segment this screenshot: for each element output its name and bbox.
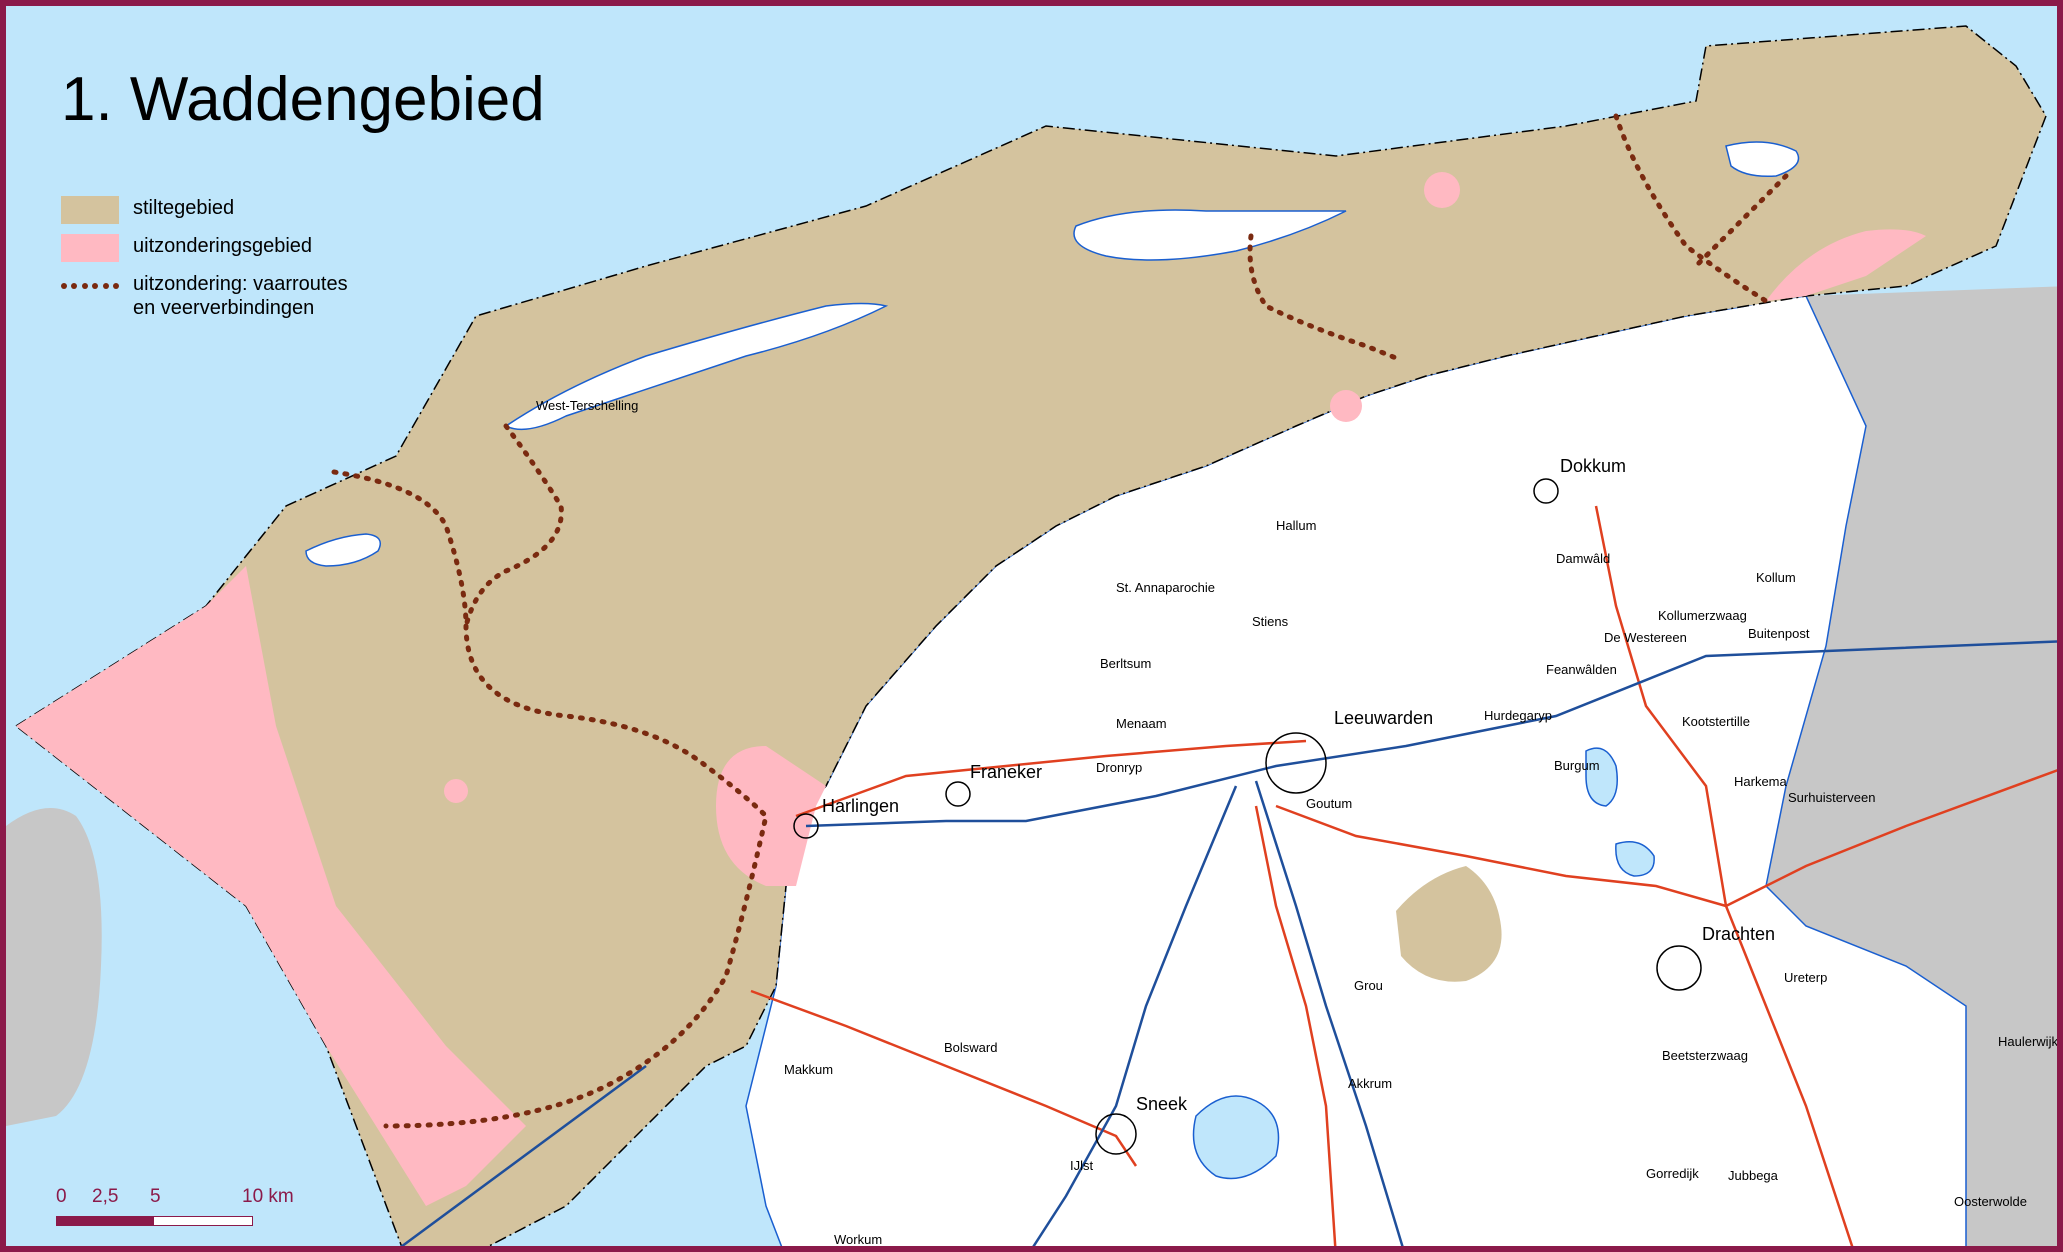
uitzonderingsgebied-lauwersoog [1766, 229, 1926, 301]
lake-east [1615, 841, 1655, 877]
lake-sneekermeer [1192, 1095, 1280, 1180]
scale-tick-0: 0 [56, 1186, 67, 1207]
place-label-kootstertille: Kootstertille [1682, 714, 1750, 729]
scale-bar-shape [56, 1216, 253, 1226]
place-label-workum: Workum [834, 1232, 883, 1247]
legend-item-stiltegebied: stiltegebied [61, 196, 348, 234]
place-label-ureterp: Ureterp [1784, 970, 1828, 985]
place-label-makkum: Makkum [784, 1062, 834, 1077]
main-roads [750, 505, 2057, 1246]
railway-lines [400, 640, 2057, 1246]
place-label-sneek: Sneek [1136, 1094, 1188, 1114]
place-label-surhuisterveen: Surhuisterveen [1788, 790, 1876, 805]
island-terschelling [504, 302, 889, 431]
map-canvas [6, 6, 2057, 1246]
place-label-burgum: Burgum [1554, 758, 1600, 773]
place-label-hurdegaryp: Hurdegaryp [1484, 708, 1552, 723]
lake-burgum [1585, 747, 1618, 807]
legend-swatch-vaarroutes [61, 272, 119, 300]
uitzonderingsgebied-dot-2 [1424, 172, 1460, 208]
place-label-goutum: Goutum [1306, 796, 1353, 811]
place-label-feanwalden: Feanwâlden [1546, 662, 1617, 677]
place-label-kollumerzwaag: Kollumerzwaag [1658, 608, 1747, 623]
legend-item-uitzonderingsgebied: uitzonderingsgebied [61, 234, 348, 272]
stiltegebied-region [14, 25, 2047, 1246]
place-label-harkema: Harkema [1734, 774, 1787, 789]
place-label-west-terschelling: West-Terschelling [536, 398, 639, 413]
scale-tick-5: 5 [150, 1186, 161, 1207]
place-label-beetsterzwaag: Beetsterzwaag [1662, 1048, 1748, 1063]
stilte-inland-alde-feanen [1396, 866, 1502, 982]
legend-item-vaarroutes: uitzondering: vaarroutes en veerverbindi… [61, 272, 348, 319]
place-label-hallum: Hallum [1276, 518, 1317, 533]
island-schiermonnikoog [1725, 141, 1800, 178]
uitzonderingsgebied-west [16, 566, 526, 1206]
legend-swatch-stiltegebied [61, 196, 119, 224]
place-label-jubbega: Jubbega [1728, 1168, 1778, 1183]
place-label-grou: Grou [1354, 978, 1383, 993]
place-label-st-annaparochie: St. Annaparochie [1116, 580, 1216, 595]
place-label-oosterwolde: Oosterwolde [1954, 1194, 2027, 1209]
map-title: 1. Waddengebied [61, 65, 545, 134]
island-ameland [1073, 209, 1347, 261]
legend-swatch-uitzonderingsgebied [61, 234, 119, 262]
place-label-berltsum: Berltsum [1100, 656, 1152, 671]
place-label-ijlst: IJlst [1070, 1158, 1094, 1173]
place-label-harlingen: Harlingen [822, 796, 900, 816]
uitzonderingsgebied-dot-3 [1330, 390, 1362, 422]
place-label-haulerwijk: Haulerwijk [1998, 1034, 2058, 1049]
place-label-de-westereen: De Westereen [1604, 630, 1687, 645]
vaarroutes-lines [331, 113, 1789, 1129]
place-label-gorredijk: Gorredijk [1646, 1166, 1699, 1181]
place-label-stiens: Stiens [1252, 614, 1289, 629]
place-label-drachten: Drachten [1702, 924, 1776, 944]
place-label-damwald: Damwâld [1556, 551, 1611, 566]
uitzonderingsgebied-dot-1 [444, 779, 468, 803]
place-label-kollum: Kollum [1756, 570, 1796, 585]
place-label-leeuwarden: Leeuwarden [1334, 708, 1434, 728]
place-label-bolsward: Bolsward [944, 1040, 998, 1055]
outside-region-east [1766, 286, 2057, 1246]
legend-label-vaarroutes: uitzondering: vaarroutes en veerverbindi… [133, 273, 348, 319]
place-label-akkrum: Akkrum [1348, 1076, 1393, 1091]
place-label-franeker: Franeker [970, 762, 1043, 782]
town-markers [793, 478, 1702, 1155]
place-label-dronryp: Dronryp [1096, 760, 1143, 775]
uitzonderingsgebied-harlingen [716, 746, 826, 886]
legend: stiltegebied uitzonderingsgebied uitzond… [61, 196, 348, 319]
place-label-menaam: Menaam [1116, 716, 1167, 731]
legend-label: stiltegebied [133, 197, 235, 219]
scale-tick-10: 10 km [242, 1186, 294, 1207]
place-label-buitenpost: Buitenpost [1748, 626, 1810, 641]
outside-region-west [6, 808, 102, 1126]
scale-tick-2-5: 2,5 [92, 1186, 119, 1207]
island-vlieland [305, 533, 381, 567]
place-label-dokkum: Dokkum [1560, 456, 1627, 476]
legend-label: uitzonderingsgebied [133, 235, 313, 257]
